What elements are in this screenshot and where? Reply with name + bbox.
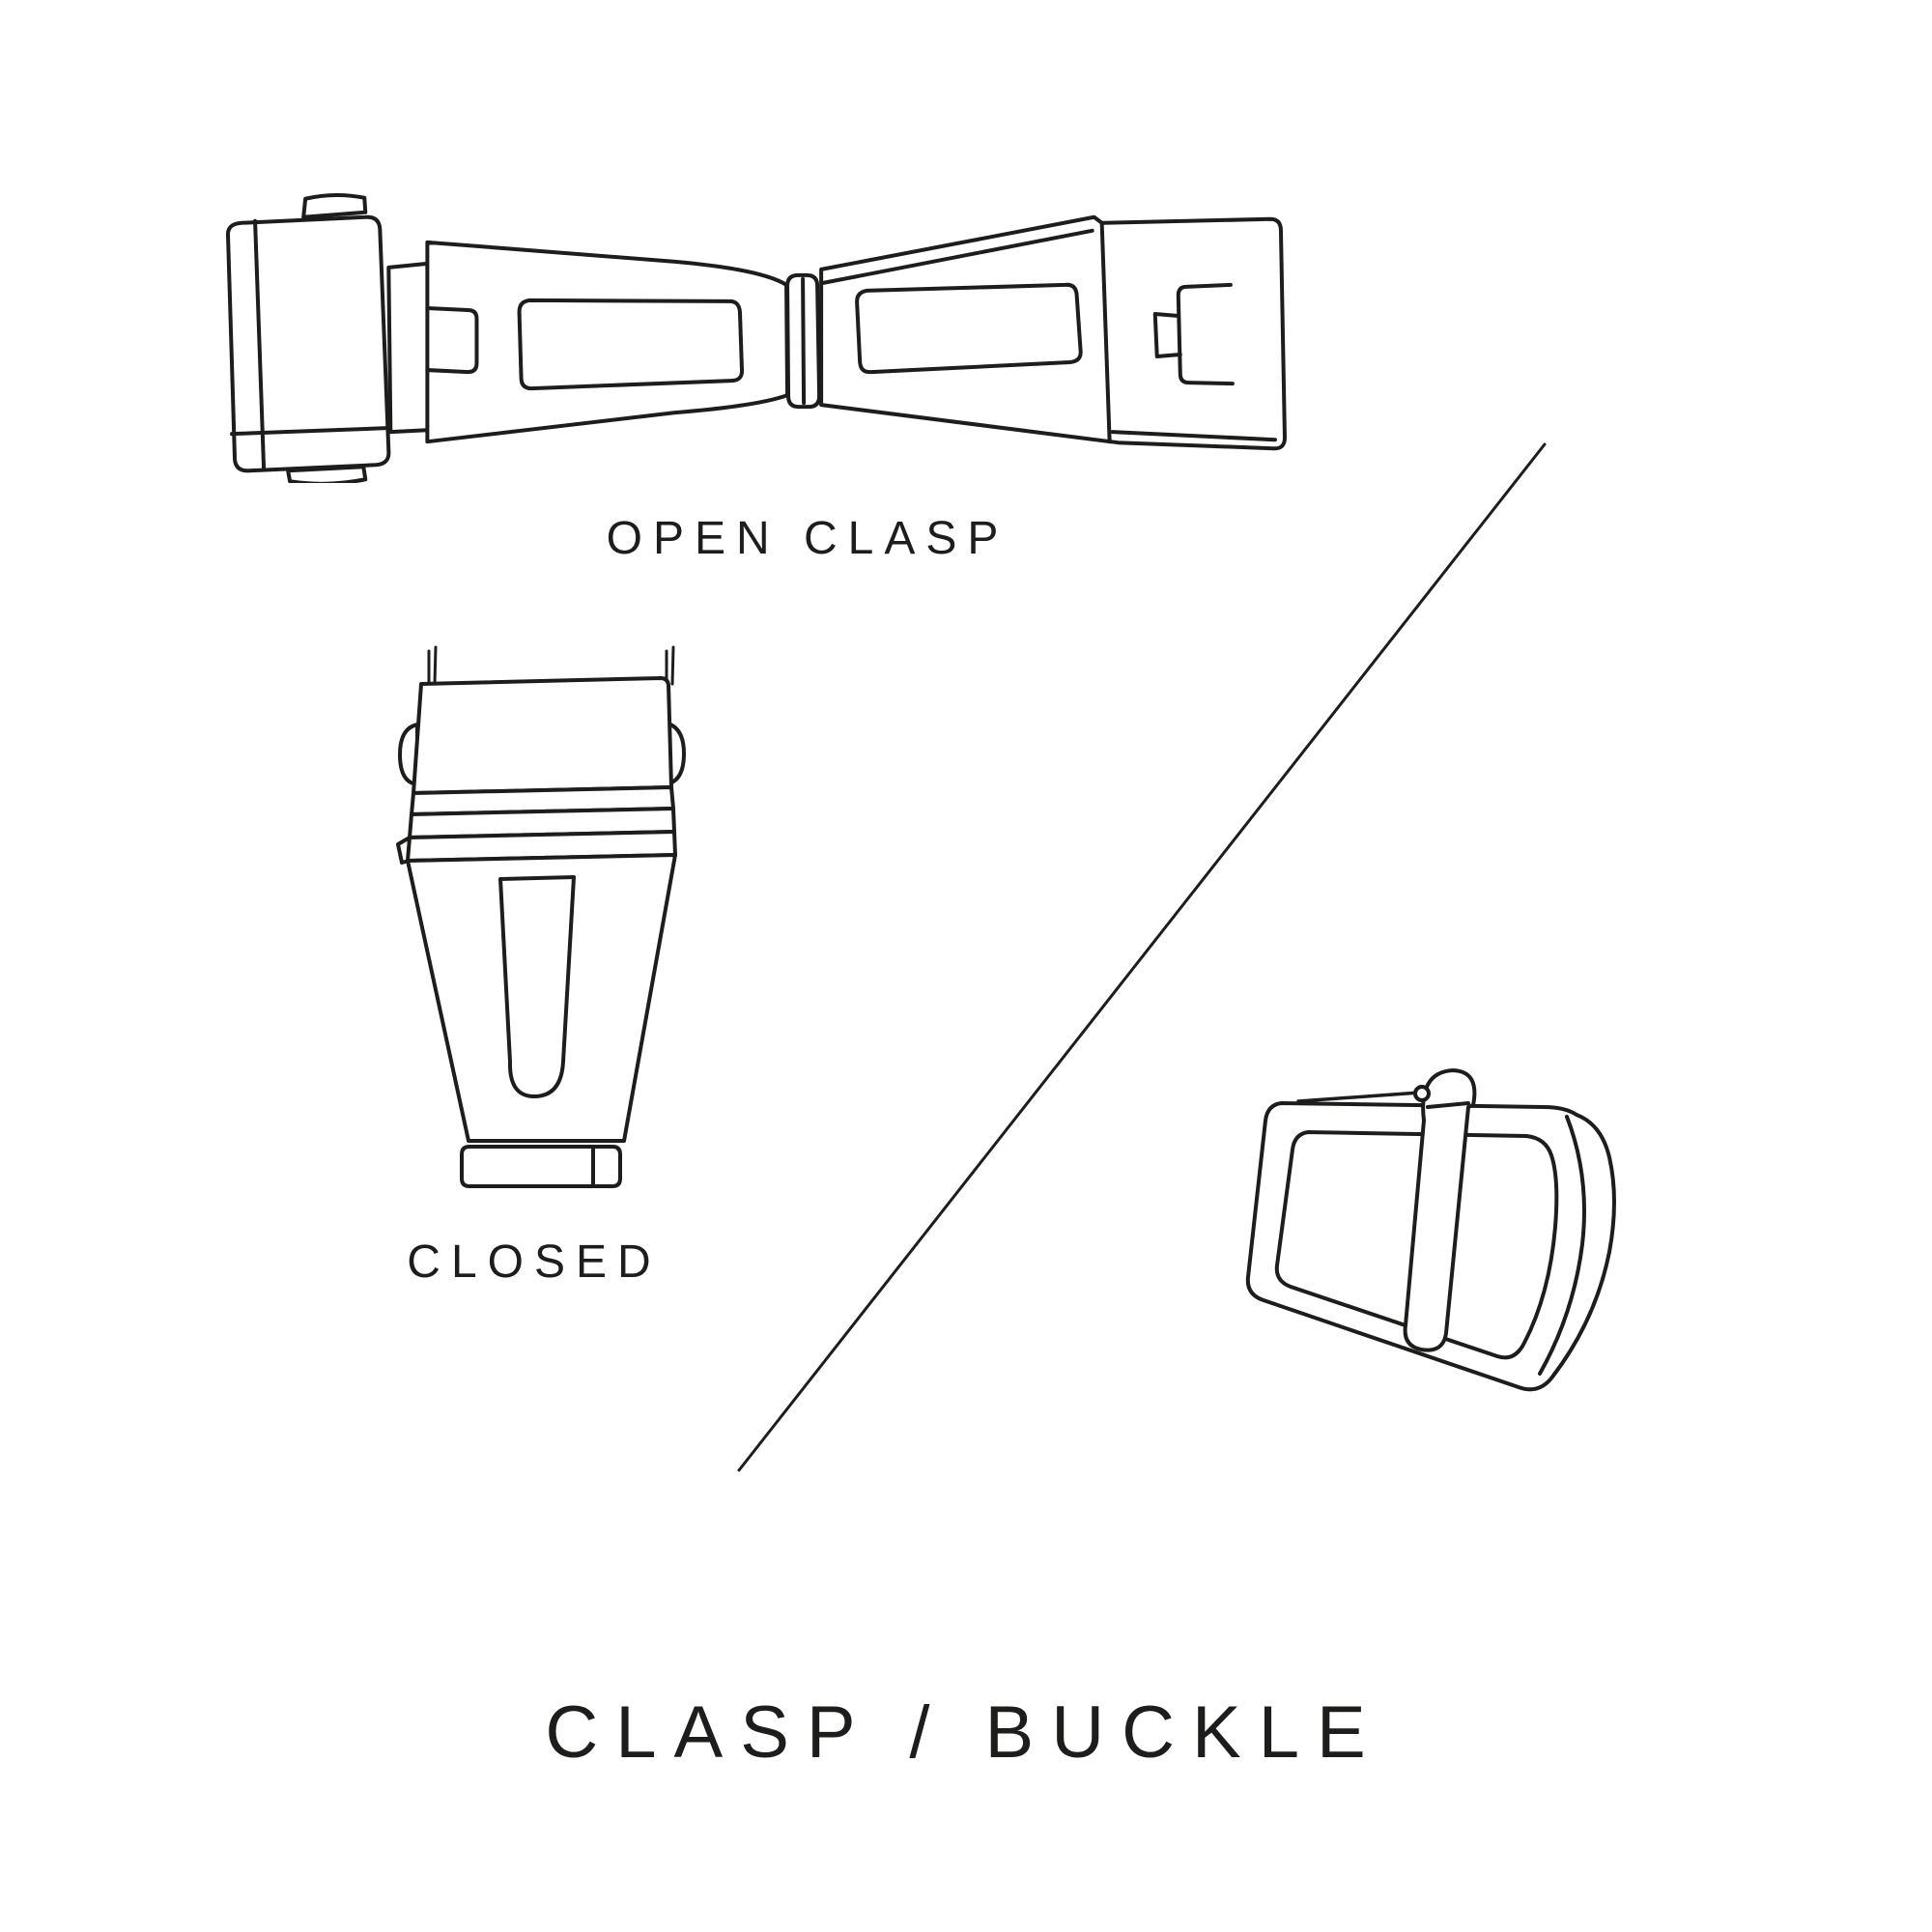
- page-title: CLASP / BUCKLE: [545, 1691, 1383, 1774]
- right-bottom-fold-line: [1110, 430, 1277, 442]
- open-clasp-figure: [220, 191, 1294, 483]
- closed-clasp-illustration: [396, 645, 686, 1188]
- open-clasp-label: OPEN CLASP: [606, 513, 1009, 564]
- buckle-pin: [1296, 1091, 1422, 1103]
- top-cover: [412, 676, 673, 795]
- closed-clasp-label: CLOSED: [407, 1236, 662, 1288]
- buckle-pin-coil: [1413, 1085, 1431, 1102]
- left-connector: [386, 261, 432, 435]
- closed-clasp-lines: [396, 645, 686, 1188]
- diagonal-divider-line: [737, 442, 1547, 1472]
- right-end-detail: [1176, 282, 1235, 386]
- end-link-top-tab: [301, 192, 368, 219]
- end-link-bottom-tab: [286, 465, 368, 483]
- buckle-roll-line: [1538, 1115, 1586, 1376]
- end-link-block: [226, 214, 391, 473]
- bottom-cap: [460, 1145, 622, 1188]
- spring-bar-left: [427, 645, 438, 686]
- end-link-bottom-line: [230, 426, 389, 437]
- buckle-tongue-bar-line: [1426, 1101, 1470, 1109]
- left-ear: [398, 723, 419, 786]
- end-link-fold-line: [253, 218, 267, 471]
- right-end-notch: [1152, 311, 1182, 359]
- right-arm-window: [855, 282, 1083, 375]
- diagonal-divider: [737, 442, 1547, 1472]
- hinge-line: [801, 276, 807, 406]
- spring-bar-right: [665, 645, 675, 686]
- right-end-divider: [1099, 220, 1112, 444]
- left-arm-body: [425, 240, 790, 444]
- open-clasp-illustration: [226, 192, 1287, 483]
- buckle-lines: [1245, 1068, 1616, 1392]
- closed-clasp-figure: [379, 639, 707, 1200]
- buckle-tongue: [1403, 1068, 1477, 1352]
- buckle-figure: [1225, 1061, 1631, 1423]
- clasp-body: [406, 853, 677, 1143]
- body-window: [498, 875, 576, 1098]
- left-arm-notch: [425, 305, 479, 375]
- buckle-illustration: [1245, 1068, 1616, 1392]
- right-arm-fold-line: [821, 228, 1094, 285]
- right-arm-body: [819, 214, 1287, 451]
- open-clasp-lines: [226, 192, 1287, 483]
- left-arm-window: [517, 298, 745, 391]
